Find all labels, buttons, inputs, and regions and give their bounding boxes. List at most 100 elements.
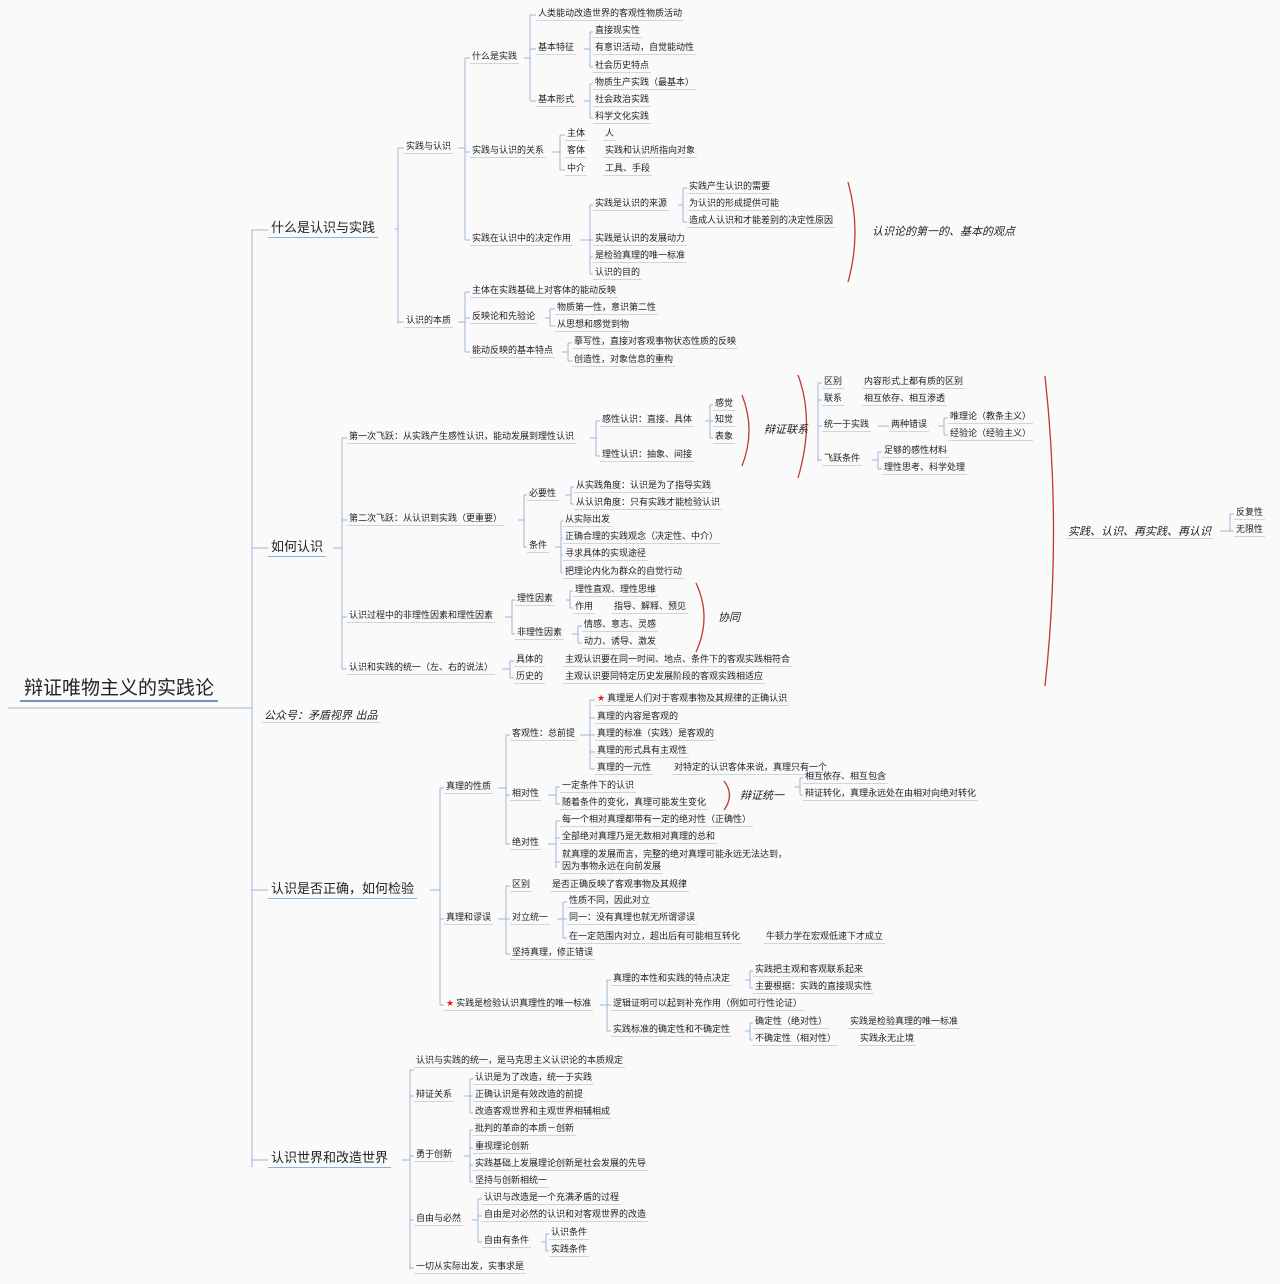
- node: 一定条件下的认识: [560, 781, 637, 793]
- node: 每一个相对真理都带有一定的绝对性（正确性）: [560, 815, 754, 827]
- node: 主观认识要在同一时间、地点、条件下的客观实践相符合: [563, 655, 793, 667]
- star-icon: ★: [446, 999, 455, 1009]
- node: 感性认识：直接、具体: [600, 415, 695, 427]
- node: 坚持真理，修正错误: [510, 948, 596, 960]
- node: 实践把主观和客观联系起来: [753, 965, 866, 977]
- node: 真理的标准（实践）是客观的: [595, 729, 717, 741]
- node: 为认识的形成提供可能: [687, 199, 782, 211]
- footer-credit: 公众号：矛盾视界 出品: [262, 709, 380, 723]
- node: 理性直观、理性思维: [573, 585, 659, 597]
- node: ★真理是人们对于客观事物及其规律的正确认识: [595, 694, 790, 706]
- node-text: 实践是检验认识真理性的唯一标准: [456, 999, 592, 1009]
- node: 什么是实践: [470, 52, 520, 64]
- node-text: 真理是人们对于客观事物及其规律的正确认识: [607, 694, 788, 704]
- node: 自由与必然: [414, 1214, 464, 1226]
- node: 批判的革命的本质－创新: [473, 1124, 577, 1136]
- node: 基本特征: [536, 43, 577, 55]
- branch-what-is: 什么是认识与实践: [268, 221, 379, 238]
- node: 非理性因素: [515, 628, 565, 640]
- summary-note: 辩证联系: [764, 423, 808, 436]
- node: 直接现实性: [593, 26, 643, 38]
- node: 辩证关系: [414, 1090, 455, 1102]
- node: 物质第一性，意识第二性: [555, 303, 659, 315]
- node: 知觉: [713, 415, 736, 427]
- node: 自由有条件: [482, 1236, 532, 1248]
- node: 科学文化实践: [593, 112, 652, 124]
- node: 理性思考、科学处理: [882, 463, 968, 475]
- node: 摹写性，直接对客观事物状态性质的反映: [572, 337, 739, 349]
- node: 人类能动改造世界的客观性物质活动: [536, 9, 685, 21]
- node: 相互依存、相互渗透: [862, 394, 948, 406]
- node: 相互依存、相互包含: [803, 772, 889, 784]
- node: 重视理论创新: [473, 1142, 532, 1154]
- node: 实践是检验真理的唯一标准: [848, 1017, 961, 1029]
- node: 主观认识要同特定历史发展阶段的客观实践相适应: [563, 672, 766, 684]
- node: 统一于实践: [822, 420, 872, 432]
- node: 认识过程中的非理性因素和理性因素: [347, 611, 496, 623]
- node: 确定性（绝对性）: [753, 1017, 830, 1029]
- node: 全部绝对真理乃是无数相对真理的总和: [560, 832, 718, 844]
- node: 实践与认识的关系: [470, 146, 547, 158]
- node: 绝对性: [510, 838, 542, 850]
- node: 真理的性质: [444, 782, 494, 794]
- node: 区别: [510, 880, 533, 892]
- node: 认识条件: [549, 1228, 590, 1240]
- node: 两种错误: [889, 420, 930, 432]
- node: 感觉: [713, 399, 736, 411]
- node: 勇于创新: [414, 1150, 455, 1162]
- branch-world: 认识世界和改造世界: [268, 1151, 392, 1168]
- summary-note: 协同: [718, 611, 740, 624]
- node: 客观性：总前提: [510, 729, 578, 741]
- node: 认识与实践的统一，是马克思主义认识论的本质规定: [414, 1056, 626, 1068]
- node: 因为事物永远在向前发展: [560, 862, 664, 874]
- node: 从实践角度：认识是为了指导实践: [574, 481, 714, 493]
- node: 自由是对必然的认识和对客观世界的改造: [482, 1210, 649, 1222]
- node: 从实际出发: [563, 515, 613, 527]
- node: 认识是为了改造，统一于实践: [473, 1073, 595, 1085]
- node: 主体: [565, 129, 588, 141]
- node: 对特定的认识客体来说，真理只有一个: [672, 763, 830, 775]
- node: ★实践是检验认识真理性的唯一标准: [444, 999, 594, 1011]
- node: 实践产生认识的需要: [687, 182, 773, 194]
- summary-note: 认识论的第一的、基本的观点: [872, 225, 1015, 238]
- node: 同一：没有真理也就无所谓谬误: [567, 913, 698, 925]
- node: 实践在认识中的决定作用: [470, 234, 574, 246]
- node: 唯理论（教条主义）: [948, 412, 1034, 424]
- node: 造成人认识和才能差别的决定性原因: [687, 216, 836, 228]
- node: 逻辑证明可以起到补充作用（例如可行性论证）: [611, 999, 805, 1011]
- node: 反映论和先验论: [470, 312, 538, 324]
- node: 真理的一元性: [595, 763, 654, 775]
- summary-note: 实践、认识、再实践、再认识: [1066, 525, 1213, 539]
- node: 第二次飞跃：从认识到实践（更重要）: [347, 514, 505, 526]
- node: 随着条件的变化，真理可能发生变化: [560, 798, 709, 810]
- node: 实践基础上发展理论创新是社会发展的先导: [473, 1159, 649, 1171]
- node: 工具、手段: [603, 164, 653, 176]
- node: 第一次飞跃：从实践产生感性认识，能动发展到理性认识: [347, 432, 577, 444]
- node: 一切从实际出发，实事求是: [414, 1262, 527, 1274]
- node: 坚持与创新相统一: [473, 1176, 550, 1188]
- node: 动力、诱导、激发: [582, 637, 659, 649]
- star-icon: ★: [597, 694, 606, 704]
- node: 认识的本质: [404, 316, 454, 328]
- branch-correctness: 认识是否正确，如何检验: [268, 882, 418, 899]
- node: 能动反映的基本特点: [470, 346, 556, 358]
- node: 正确合理的实践观念（决定性、中介）: [563, 532, 721, 544]
- node: 真理的形式具有主观性: [595, 746, 690, 758]
- node: 认识的目的: [593, 268, 643, 280]
- node: 改造客观世界和主观世界相辅相成: [473, 1107, 613, 1119]
- node: 从思想和感觉到物: [555, 320, 632, 332]
- node: 社会历史特点: [593, 61, 652, 73]
- node: 反复性: [1234, 508, 1266, 520]
- node: 飞跃条件: [822, 454, 863, 466]
- node: 足够的感性材料: [882, 446, 950, 458]
- node: 指导、解释、预见: [612, 602, 689, 614]
- node: 理性因素: [515, 594, 556, 606]
- node: 主体在实践基础上对客体的能动反映: [470, 286, 619, 298]
- node: 理性认识：抽象、间接: [600, 450, 695, 462]
- node: 认识和实践的统一（左、右的说法）: [347, 663, 496, 675]
- node: 真理和谬误: [444, 913, 494, 925]
- node: 不确定性（相对性）: [753, 1034, 839, 1046]
- node: 寻求具体的实现途径: [563, 549, 649, 561]
- node: 中介: [565, 164, 588, 176]
